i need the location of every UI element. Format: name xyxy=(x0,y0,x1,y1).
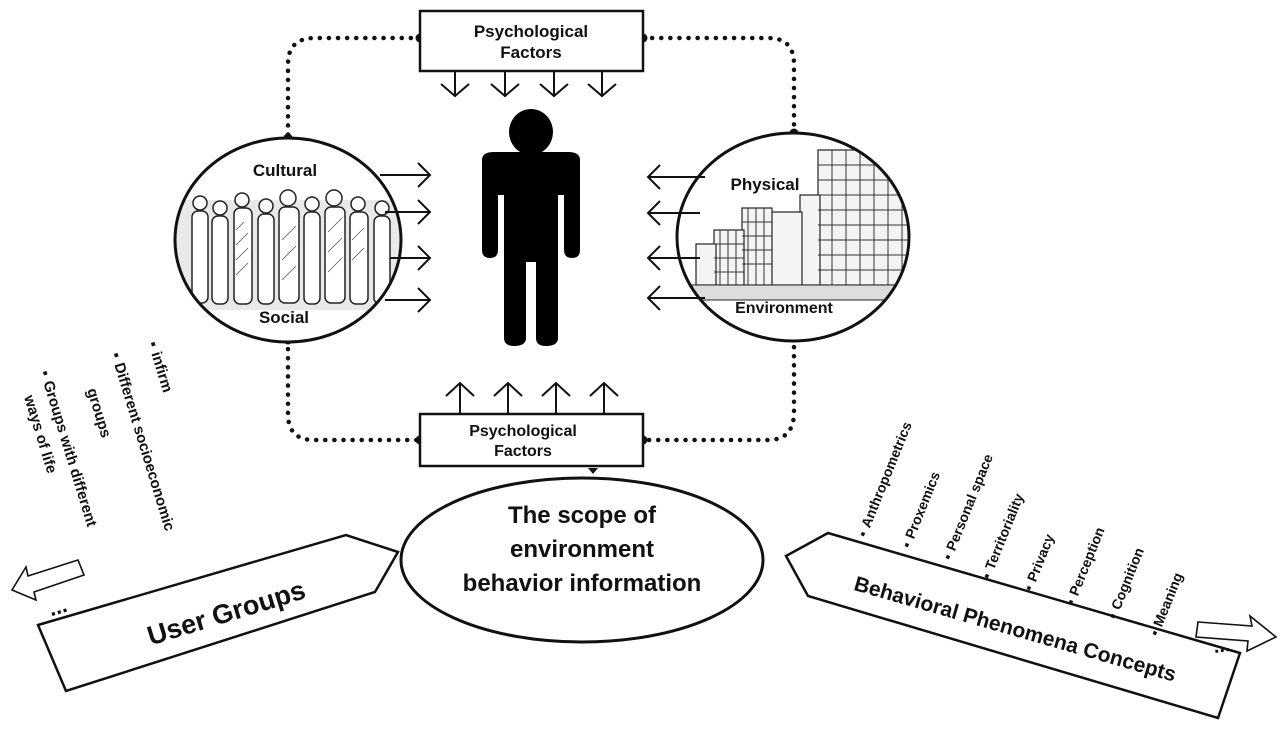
concept-perception: Perception xyxy=(1066,525,1108,598)
small-down-arrow-icon xyxy=(588,468,598,474)
scope-line3: behavior information xyxy=(463,570,702,597)
concept-meaning: Meaning xyxy=(1150,570,1186,629)
scope-ellipse: The scope of environment behavior inform… xyxy=(399,476,765,644)
crowd-illustration-icon xyxy=(175,189,401,310)
concept-bullet: ▪ xyxy=(1062,596,1079,607)
concept-bullet: ▪ xyxy=(1020,582,1037,593)
concept-proxemics: Proxemics xyxy=(902,469,943,541)
top-psychological-factors-box: Psychological Factors xyxy=(418,9,645,73)
social-label: Social xyxy=(259,308,309,327)
environment-label: Environment xyxy=(735,300,833,317)
physical-label: Physical xyxy=(731,175,800,194)
down-arrows-icon xyxy=(440,71,617,98)
concept-privacy: Privacy xyxy=(1024,531,1058,583)
bottom-box-line2: Factors xyxy=(494,443,552,460)
user-group-bullet: ▪ xyxy=(144,339,162,349)
bottom-psychological-factors-box: Psychological Factors xyxy=(418,412,645,468)
user-group-bullet: ▪ xyxy=(36,368,54,378)
concept-bullet: ▪ xyxy=(854,528,871,539)
top-box-line2: Factors xyxy=(500,43,561,62)
behavioral-ellipsis: ... xyxy=(1212,634,1232,658)
user-group-groups: groups xyxy=(83,386,114,440)
concept-anthropometrics: Anthropometrics xyxy=(858,419,915,530)
user-group-infirm: infirm xyxy=(147,350,175,395)
concept-bullet: ▪ xyxy=(978,570,995,581)
user-groups-ellipsis: ... xyxy=(45,592,70,621)
user-group-bullet: ▪ xyxy=(107,350,125,360)
concept-bullet: ▪ xyxy=(1104,610,1121,621)
left-pointing-arrow-icon xyxy=(10,559,86,602)
concept-bullet: ▪ xyxy=(1146,627,1163,638)
right-arrows-icon xyxy=(380,162,432,313)
concept-bullet: ▪ xyxy=(939,551,956,562)
cultural-label: Cultural xyxy=(253,161,317,180)
scope-line1: The scope of xyxy=(508,502,657,529)
right-pointing-arrow-icon xyxy=(1195,613,1278,653)
person-figure-icon xyxy=(482,109,580,346)
concept-territoriality: Territoriality xyxy=(982,491,1027,572)
user-groups-list: ▪ infirm ▪ Different socioeconomic group… xyxy=(20,339,178,533)
physical-environment-circle: Physical Environment xyxy=(675,131,911,343)
cultural-social-circle: Cultural Social xyxy=(173,136,403,344)
concept-cognition: Cognition xyxy=(1108,545,1147,612)
concept-personal-space: Personal space xyxy=(943,451,996,552)
bottom-box-line1: Psychological xyxy=(469,423,577,440)
user-groups-arrow: User Groups ... xyxy=(10,533,400,693)
top-box-line1: Psychological xyxy=(474,22,588,41)
scope-line2: environment xyxy=(510,536,654,563)
up-arrows-icon xyxy=(445,381,619,414)
left-arrows-icon xyxy=(646,164,705,311)
concept-bullet: ▪ xyxy=(898,539,915,550)
